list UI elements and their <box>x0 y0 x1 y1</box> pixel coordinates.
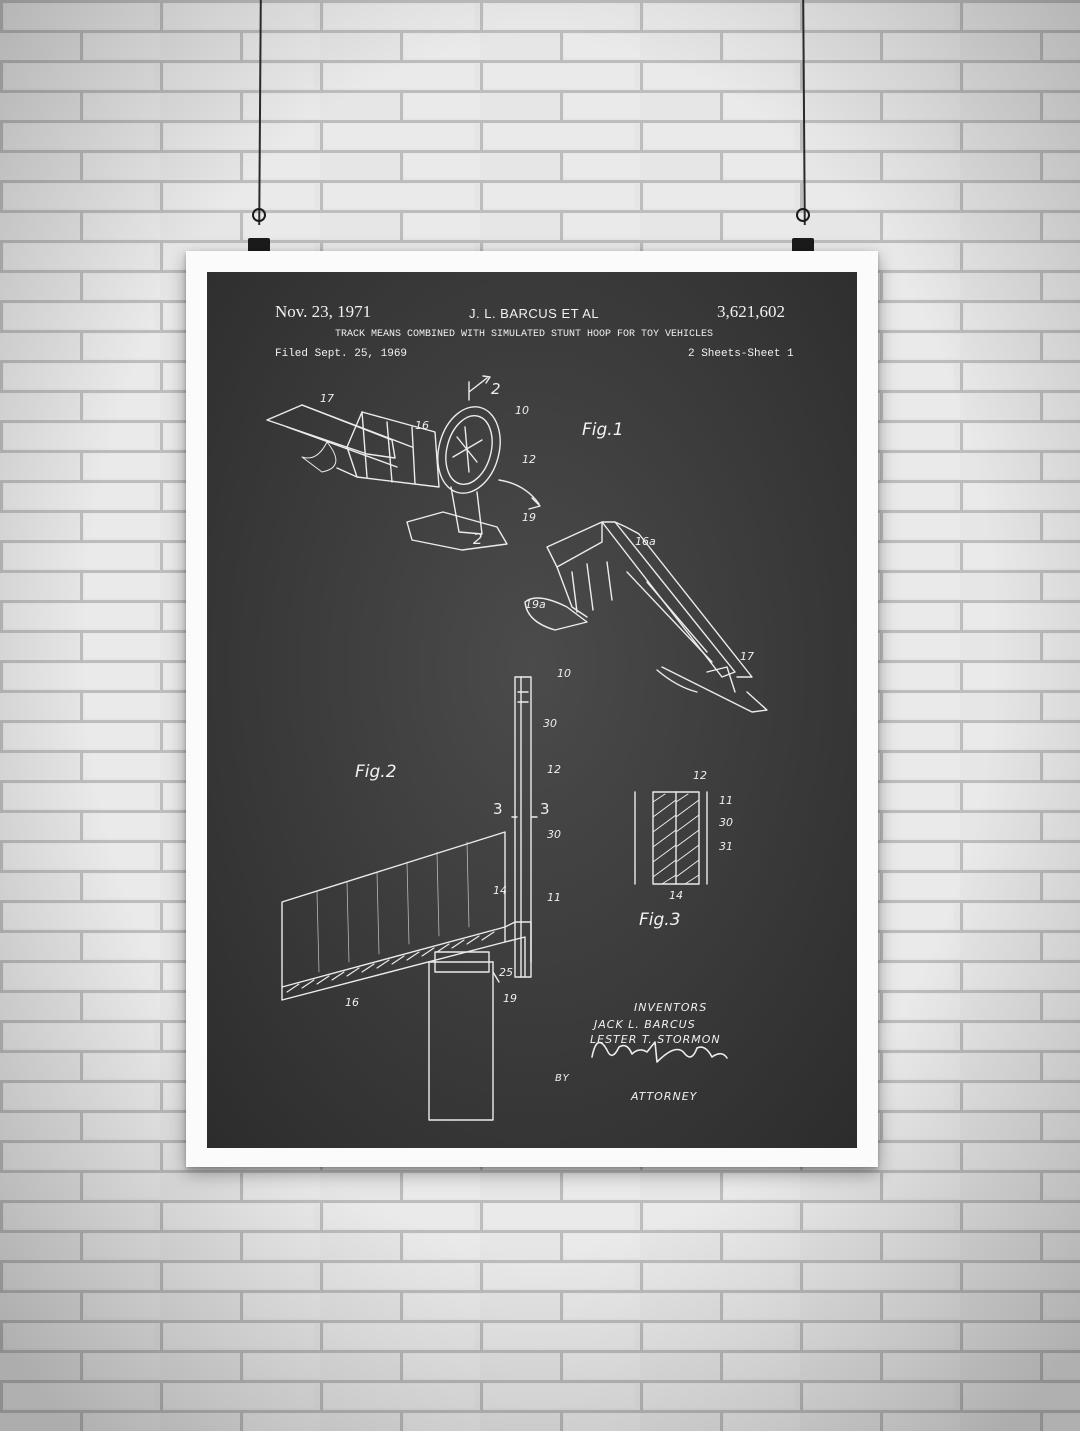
ref-label: 19 <box>503 992 517 1005</box>
ref-label: 10 <box>515 404 529 417</box>
ref-label: 25 <box>499 966 513 979</box>
patent-title: TRACK MEANS COMBINED WITH SIMULATED STUN… <box>335 329 714 340</box>
fig3-drawing <box>634 791 708 885</box>
ref-label: 19a <box>525 598 546 611</box>
inventor-name-1: JACK L. BARCUS <box>594 1018 696 1031</box>
ref-label: 11 <box>719 794 733 807</box>
patent-drawing <box>266 375 768 1121</box>
fig1-title: Fig.1 <box>582 420 624 440</box>
ref-label: 14 <box>493 884 507 897</box>
ref-label: 2 <box>491 380 501 398</box>
inventors-heading: INVENTORS <box>634 1001 708 1014</box>
ref-label: 12 <box>693 769 707 782</box>
inventor-name-2: LESTER T. STORMON <box>590 1033 721 1046</box>
ref-label: 17 <box>740 650 754 663</box>
patent-sheets: 2 Sheets-Sheet 1 <box>688 348 794 360</box>
ref-label: 10 <box>557 667 571 680</box>
signature-by: BY <box>555 1073 570 1084</box>
ref-label: 2 <box>473 530 483 548</box>
ref-label: 16a <box>635 535 656 548</box>
patent-number: 3,621,602 <box>717 302 785 321</box>
ref-label: 16 <box>345 996 359 1009</box>
attorney-label: ATTORNEY <box>631 1090 698 1103</box>
attorney-signature <box>591 1041 728 1063</box>
ref-label: 3 <box>493 800 503 818</box>
ref-label: 30 <box>543 717 557 730</box>
fig2-title: Fig.2 <box>355 762 397 782</box>
fig3-title: Fig.3 <box>639 910 681 930</box>
patent-inventors-short: J. L. BARCUS ET AL <box>469 306 600 321</box>
chalkboard-print: Nov. 23, 1971 J. L. BARCUS ET AL 3,621,6… <box>207 272 857 1148</box>
fig1-ramp-drawing <box>524 521 768 713</box>
ref-label: 12 <box>547 763 561 776</box>
patent-filed-date: Filed Sept. 25, 1969 <box>275 348 408 360</box>
ref-label: 11 <box>547 891 561 904</box>
ref-label: 3 <box>540 800 550 818</box>
ref-label: 12 <box>522 453 536 466</box>
ref-label: 17 <box>320 392 334 405</box>
patent-date: Nov. 23, 1971 <box>275 302 372 321</box>
ref-label: 31 <box>719 840 733 853</box>
ref-label: 30 <box>547 828 561 841</box>
fig1-hoop-drawing <box>266 375 541 551</box>
poster-frame: Nov. 23, 1971 J. L. BARCUS ET AL 3,621,6… <box>186 251 878 1167</box>
ref-label: 16 <box>415 419 429 432</box>
ref-label: 19 <box>522 511 536 524</box>
ref-label: 14 <box>669 889 683 902</box>
ref-label: 30 <box>719 816 733 829</box>
fig2-drawing <box>281 676 538 1121</box>
